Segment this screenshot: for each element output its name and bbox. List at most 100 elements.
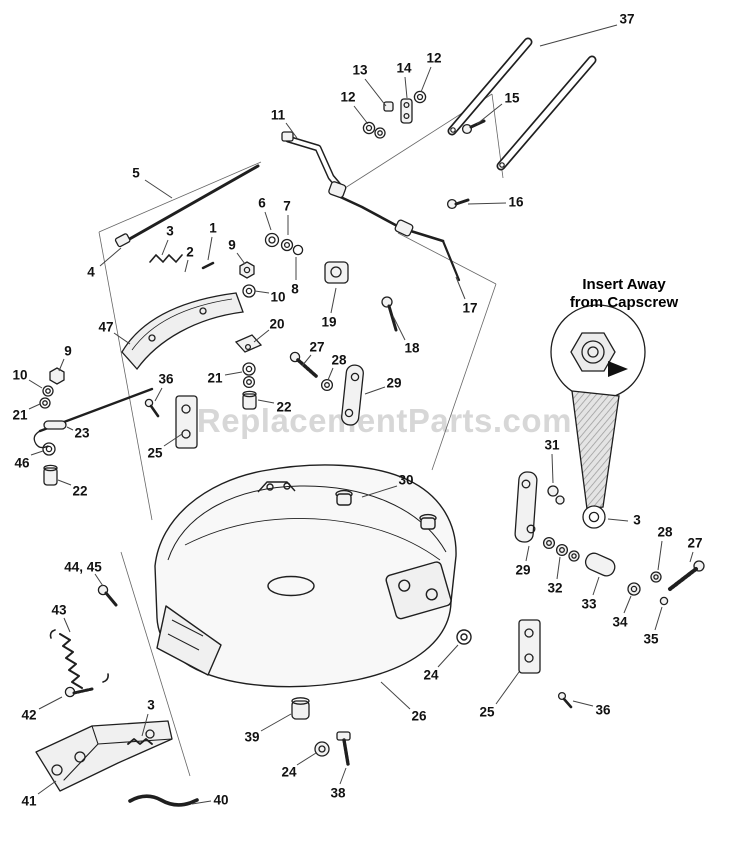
callout-label-32: 32 <box>547 581 562 596</box>
idler-bracket-left <box>144 395 198 449</box>
washer-stack-center <box>239 232 304 298</box>
callout-label-28: 28 <box>657 525 673 540</box>
callout-label-4: 4 <box>87 265 95 280</box>
leader-line <box>330 287 337 314</box>
callout-label-10: 10 <box>12 368 27 383</box>
callout-label-9: 9 <box>64 344 72 359</box>
callout-label-15: 15 <box>504 91 520 106</box>
idler-arm-center <box>289 351 364 426</box>
callout-label-3: 3 <box>633 513 641 528</box>
insert-note-line2: from Capscrew <box>570 294 679 311</box>
callout-label-47: 47 <box>98 320 113 335</box>
callout-label-12: 12 <box>426 51 441 66</box>
deck-hardware-bottom <box>291 697 351 766</box>
callout-label-25: 25 <box>147 446 163 461</box>
callout-label-30: 30 <box>398 473 413 488</box>
callout-label-36: 36 <box>595 703 611 718</box>
leader-line <box>361 485 398 498</box>
leader-line <box>420 66 432 93</box>
callout-label-23: 23 <box>74 426 90 441</box>
callout-label-41: 41 <box>21 794 37 809</box>
leader-line <box>99 247 122 267</box>
leader-line <box>339 767 347 785</box>
leader-line <box>623 595 632 614</box>
leader-line <box>38 696 63 710</box>
leader-line <box>551 453 554 484</box>
leader-line <box>30 450 44 456</box>
capscrew-inset: Insert Away from Capscrew <box>550 276 679 400</box>
leader-line <box>467 202 507 205</box>
callout-label-43: 43 <box>51 603 67 618</box>
deck-bracket-right <box>518 619 573 709</box>
callout-label-16: 16 <box>508 195 524 210</box>
leader-line <box>63 617 71 633</box>
callout-label-39: 39 <box>244 730 259 745</box>
leader-line <box>525 545 530 562</box>
leader-line <box>285 122 298 139</box>
leader-line <box>572 700 594 707</box>
callout-label-35: 35 <box>643 632 659 647</box>
leader-line <box>113 332 131 345</box>
callout-label-38: 38 <box>330 786 346 801</box>
leader-line <box>37 780 57 795</box>
callout-label-46: 46 <box>14 456 30 471</box>
callout-label-11: 11 <box>271 108 286 123</box>
leader-line <box>495 671 520 705</box>
linkage-assembly <box>328 90 486 282</box>
callout-label-42: 42 <box>21 708 36 723</box>
leader-line <box>94 573 104 587</box>
idler-assembly-right <box>514 471 705 606</box>
leader-line <box>689 551 694 563</box>
spring-anchor <box>324 261 398 332</box>
leader-line <box>154 387 163 402</box>
leader-line <box>437 644 459 668</box>
callout-label-21: 21 <box>207 371 223 386</box>
callout-label-13: 13 <box>352 63 368 78</box>
leader-line <box>141 713 149 737</box>
leader-line <box>592 576 600 596</box>
callout-label-17: 17 <box>462 301 477 316</box>
leader-line <box>392 315 406 341</box>
callout-label-1: 1 <box>209 221 217 236</box>
leader-line <box>144 179 173 199</box>
callout-label-37: 37 <box>619 12 634 27</box>
height-adjust-group <box>35 584 199 807</box>
leader-line <box>657 540 663 571</box>
leader-line <box>301 354 312 367</box>
leader-line <box>264 211 272 231</box>
leader-line <box>455 276 466 300</box>
leader-line <box>191 800 212 805</box>
callout-label-25: 25 <box>479 705 495 720</box>
callout-label-33: 33 <box>581 597 597 612</box>
leader-line <box>163 433 183 447</box>
callout-label-40: 40 <box>213 793 228 808</box>
handle-levers <box>447 37 597 171</box>
callout-label-6: 6 <box>258 196 266 211</box>
callout-label-7: 7 <box>283 199 291 214</box>
callout-label-34: 34 <box>612 615 628 630</box>
callout-label-8: 8 <box>291 282 299 297</box>
callout-label-14: 14 <box>396 61 412 76</box>
leader-line <box>58 358 65 372</box>
leader-line <box>476 103 503 125</box>
callout-label-44-45: 44, 45 <box>64 560 102 575</box>
leader-line <box>380 681 411 710</box>
leader-line <box>364 386 386 395</box>
leader-line <box>28 379 43 389</box>
callout-label-29: 29 <box>386 376 401 391</box>
callout-label-26: 26 <box>411 709 427 724</box>
leader-line <box>184 259 189 273</box>
mower-deck <box>154 464 472 688</box>
callout-label-5: 5 <box>132 166 140 181</box>
callout-label-28: 28 <box>331 353 347 368</box>
leader-line <box>353 105 369 125</box>
callout-label-27: 27 <box>687 536 702 551</box>
leader-line <box>57 479 72 486</box>
callout-label-36: 36 <box>158 372 174 387</box>
leader-line <box>253 329 270 343</box>
insert-note-line1: Insert Away <box>582 276 666 293</box>
leader-line <box>607 518 629 522</box>
watermark: eReplacementParts.com <box>178 402 572 439</box>
